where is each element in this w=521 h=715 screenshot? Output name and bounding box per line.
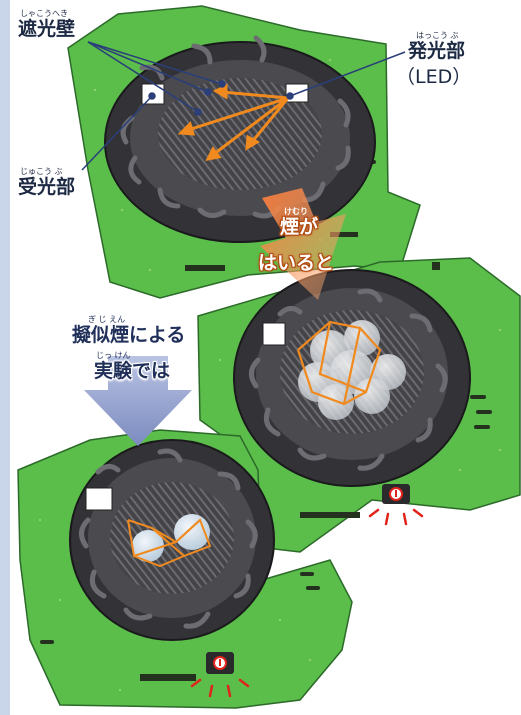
smoke-ruby: けむり <box>284 207 308 216</box>
emitter-led-label: （LED） <box>396 66 472 88</box>
callout-lines-top <box>81 41 406 171</box>
emitter-ruby: はっこう ぶ <box>416 31 459 40</box>
scatter-rays-bottom <box>127 518 212 568</box>
experiment-ruby: じっ けん <box>96 351 131 360</box>
scatter-rays-right <box>296 320 382 406</box>
detector-chamber-right <box>233 269 471 487</box>
simulated-smoke-ruby: ぎ じ えん <box>88 315 126 324</box>
left-margin-stripe <box>0 0 10 715</box>
detector-chamber-bottom <box>69 439 275 641</box>
shield-wall-label: 遮光壁 <box>18 18 76 40</box>
shield-wall-ruby: しゃこうへき <box>20 9 68 18</box>
receiver-label: 受光部 <box>18 176 76 198</box>
simulated-smoke-line1: 擬似煙による <box>72 324 186 346</box>
simulated-smoke-line2: 実験では <box>94 360 171 382</box>
smoke-enters-arrow <box>260 188 346 300</box>
light-rays-top <box>177 83 290 162</box>
down-arrow <box>84 356 192 446</box>
emitter-label: 発光部 <box>408 40 466 62</box>
alarm-led-right <box>368 484 424 526</box>
alarm-led-bottom <box>190 652 250 698</box>
receiver-ruby: じゅこう ぶ <box>20 167 63 176</box>
smoke-enters-line1: 煙が <box>280 216 319 238</box>
smoke-enters-line2: はいると <box>258 252 335 274</box>
